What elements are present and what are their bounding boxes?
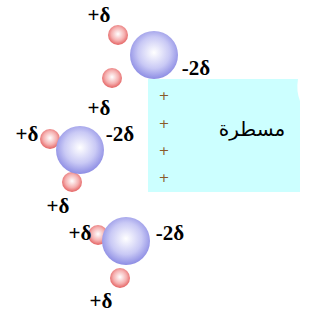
partial-charge: -2δ: [156, 223, 184, 244]
partial-charge: -2δ: [182, 58, 210, 79]
charge-sign: +: [159, 171, 170, 184]
partial-charge: +δ: [90, 291, 113, 312]
partial-charge: +δ: [88, 5, 111, 26]
charge-sign: +: [159, 117, 170, 130]
molecule: [102, 25, 178, 88]
partial-charge: +δ: [69, 223, 92, 244]
partial-charge: +δ: [16, 124, 39, 145]
partial-charge: +δ: [47, 196, 70, 217]
charge-sign: +: [159, 144, 170, 157]
molecule: [40, 126, 104, 192]
partial-charge: -2δ: [106, 124, 134, 145]
molecule: [88, 217, 150, 288]
ruler-label: مسطرة: [219, 119, 285, 139]
charge-sign: +: [159, 89, 170, 102]
ruler-band: + + + + مسطرة: [148, 79, 300, 192]
partial-charge: +δ: [88, 98, 111, 119]
